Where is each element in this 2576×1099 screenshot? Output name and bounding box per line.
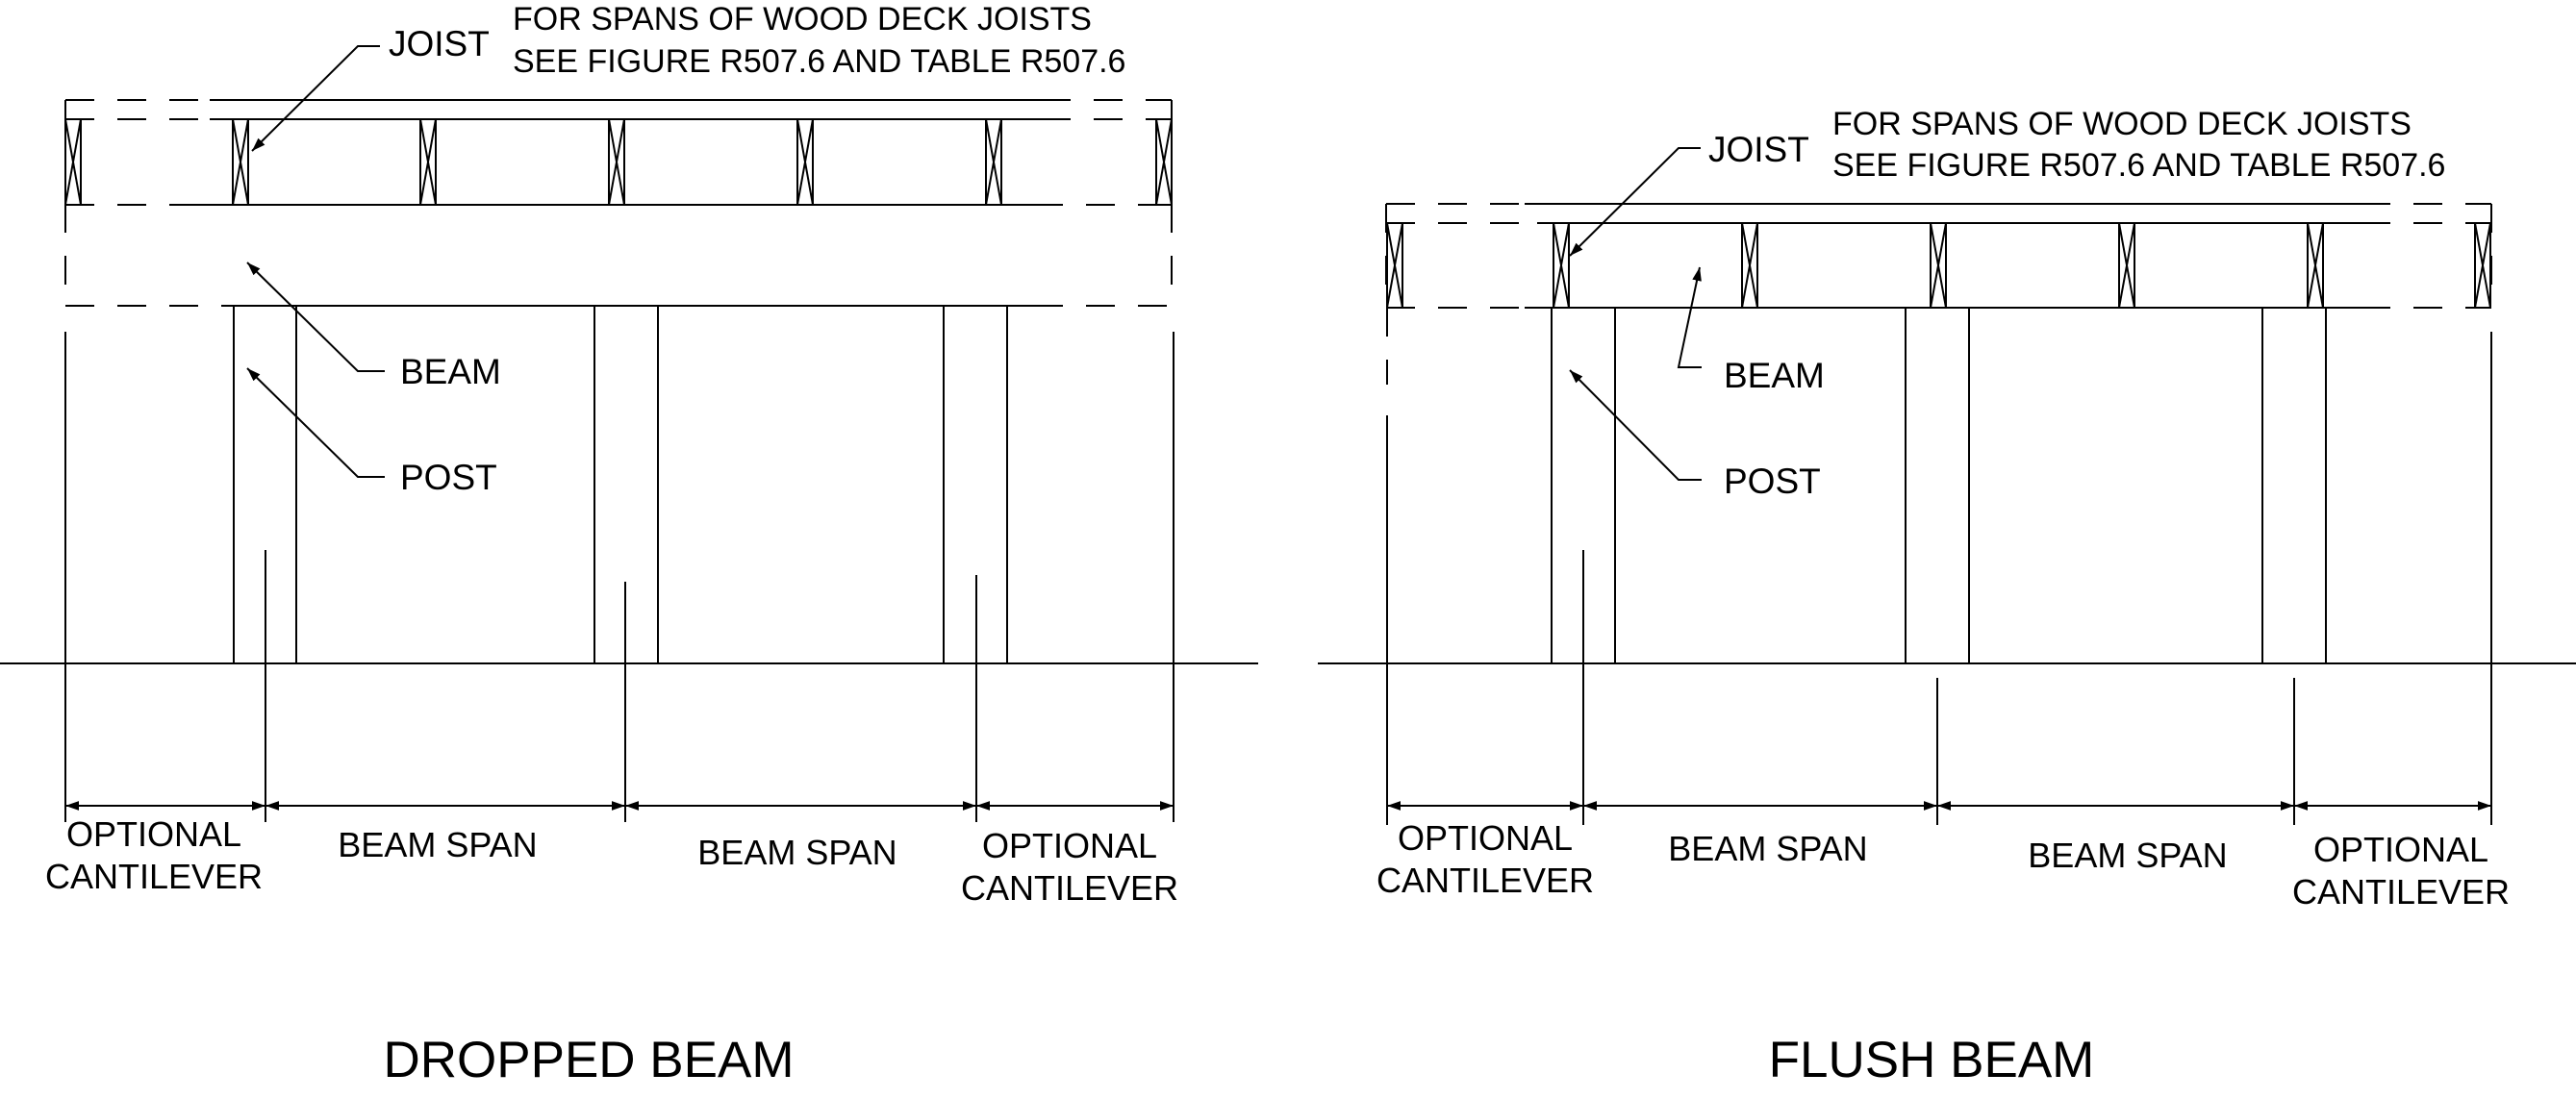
posts xyxy=(233,306,1008,663)
joist-section xyxy=(1930,222,1947,309)
extension-lines xyxy=(1386,308,2492,825)
post xyxy=(233,306,297,663)
joist-section xyxy=(1741,222,1758,309)
joist-band xyxy=(65,99,1172,206)
flush-beam-panel: JOIST FOR SPANS OF WOOD DECK JOISTS SEE … xyxy=(1318,106,2576,1088)
dim-label-cantilever-left: CANTILEVER xyxy=(45,857,263,896)
dim-label-beam-span: BEAM SPAN xyxy=(697,833,897,872)
post xyxy=(943,306,1008,663)
dim-label-cantilever-right: CANTILEVER xyxy=(2292,872,2510,912)
beam-label: BEAM xyxy=(400,352,501,391)
joist-section xyxy=(985,118,1002,206)
post-label: POST xyxy=(400,458,497,497)
joist-label: JOIST xyxy=(1708,130,1809,169)
dim-label-cantilever-right: CANTILEVER xyxy=(961,868,1178,908)
dim-label-cantilever-left: OPTIONAL xyxy=(66,814,241,854)
post-leader xyxy=(246,367,385,478)
beam-leader xyxy=(246,262,385,372)
joist-section xyxy=(1386,222,1403,309)
dim-label-beam-span: BEAM SPAN xyxy=(1668,829,1867,868)
dim-label-beam-span: BEAM SPAN xyxy=(338,825,537,864)
joist-label: JOIST xyxy=(389,24,490,63)
joist-section xyxy=(2474,222,2491,309)
joist-note-line1: FOR SPANS OF WOOD DECK JOISTS xyxy=(1832,106,2412,142)
dropped-beam-panel: JOIST FOR SPANS OF WOOD DECK JOISTS SEE … xyxy=(0,1,1258,1088)
joist-section xyxy=(2118,222,2135,309)
joist-sections xyxy=(64,118,1173,206)
post-leader xyxy=(1569,369,1702,481)
joist-section xyxy=(2307,222,2324,309)
extension-lines xyxy=(64,332,1174,822)
joist-leader xyxy=(1569,147,1701,257)
joist-band xyxy=(1385,203,2492,309)
post xyxy=(1905,308,1970,663)
panel-title: FLUSH BEAM xyxy=(1769,1032,2095,1088)
joist-section xyxy=(64,118,82,206)
joist-note-line2: SEE FIGURE R507.6 AND TABLE R507.6 xyxy=(1832,147,2445,184)
beam-leader xyxy=(1677,266,1702,368)
joist-note-line1: FOR SPANS OF WOOD DECK JOISTS xyxy=(513,1,1092,37)
panel-title: DROPPED BEAM xyxy=(383,1032,794,1088)
dim-label-cantilever-right: OPTIONAL xyxy=(982,826,1157,865)
posts xyxy=(1551,308,2327,663)
joist-section xyxy=(419,118,437,206)
joist-leader xyxy=(251,45,380,152)
joist-sections xyxy=(1386,222,2491,309)
dim-label-cantilever-right: OPTIONAL xyxy=(2313,830,2488,869)
joist-note-line2: SEE FIGURE R507.6 AND TABLE R507.6 xyxy=(513,43,1125,80)
post xyxy=(1551,308,1616,663)
post-label: POST xyxy=(1724,462,1821,501)
leaders xyxy=(1569,147,1702,481)
joist-section xyxy=(608,118,625,206)
leaders xyxy=(246,45,385,478)
joist-section xyxy=(1553,222,1570,309)
post xyxy=(593,306,659,663)
post xyxy=(2261,308,2327,663)
optional-cantilever-outline xyxy=(64,100,1173,306)
dim-label-cantilever-left: OPTIONAL xyxy=(1398,818,1573,858)
joist-section xyxy=(796,118,814,206)
dim-label-cantilever-left: CANTILEVER xyxy=(1376,861,1594,900)
beam-label: BEAM xyxy=(1724,356,1825,395)
joist-section xyxy=(1155,118,1173,206)
dim-label-beam-span: BEAM SPAN xyxy=(2028,836,2227,875)
joist-section xyxy=(232,118,249,206)
